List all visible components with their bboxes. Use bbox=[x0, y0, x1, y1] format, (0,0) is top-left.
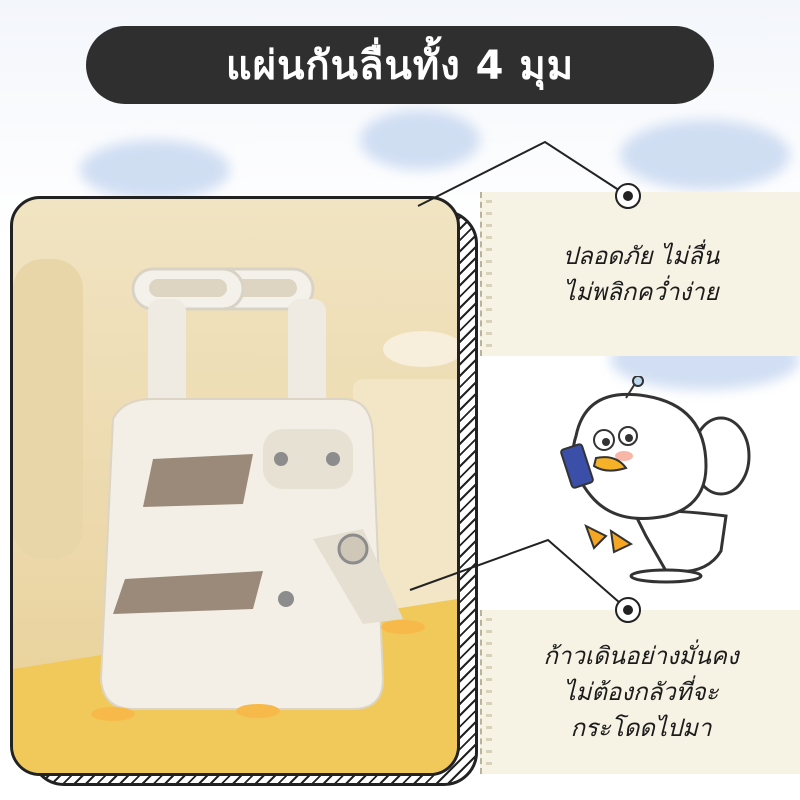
anti-slip-pad bbox=[236, 704, 280, 718]
side-panel bbox=[263, 429, 353, 489]
callout-line: ไม่พลิกคว่ำง่าย bbox=[563, 278, 719, 306]
upper-tread bbox=[143, 454, 253, 507]
callout-line: กระโดดไปมา bbox=[570, 714, 712, 742]
callout-safety: ปลอดภัย ไม่ลื่น ไม่พลิกคว่ำง่าย bbox=[480, 192, 800, 356]
toilet-bg bbox=[13, 259, 83, 559]
callout-line: ก้าวเดินอย่างมั่นคง bbox=[543, 642, 739, 670]
cloud-decoration bbox=[80, 140, 230, 200]
cloud-decoration bbox=[360, 110, 480, 170]
anti-slip-pad bbox=[381, 620, 425, 634]
duck-body-icon bbox=[571, 392, 708, 520]
phone-icon bbox=[560, 443, 594, 489]
product-photo bbox=[10, 196, 460, 776]
basin-bg bbox=[383, 331, 457, 367]
toilet-bowl-icon bbox=[634, 509, 728, 574]
step-stool-illustration bbox=[13, 259, 457, 773]
page-title: แผ่นกันลื่นทั้ง 4 มุม bbox=[225, 43, 575, 89]
duck-mascot bbox=[560, 376, 751, 584]
leader-line-2 bbox=[409, 538, 629, 611]
lower-tread bbox=[113, 571, 263, 614]
cabinet-bg bbox=[353, 379, 457, 609]
callout-stability: ก้าวเดินอย่างมั่นคง ไม่ต้องกลัวที่จะ กระ… bbox=[480, 610, 800, 774]
leader-line-1 bbox=[417, 140, 629, 207]
cloud-decoration bbox=[620, 120, 790, 190]
title-banner: แผ่นกันลื่นทั้ง 4 มุม bbox=[86, 26, 714, 104]
anti-slip-pad bbox=[91, 707, 135, 721]
callout-line: ไม่ต้องกลัวที่จะ bbox=[563, 678, 719, 706]
folding-leg bbox=[313, 529, 403, 624]
callout-line: ปลอดภัย ไม่ลื่น bbox=[562, 242, 720, 270]
